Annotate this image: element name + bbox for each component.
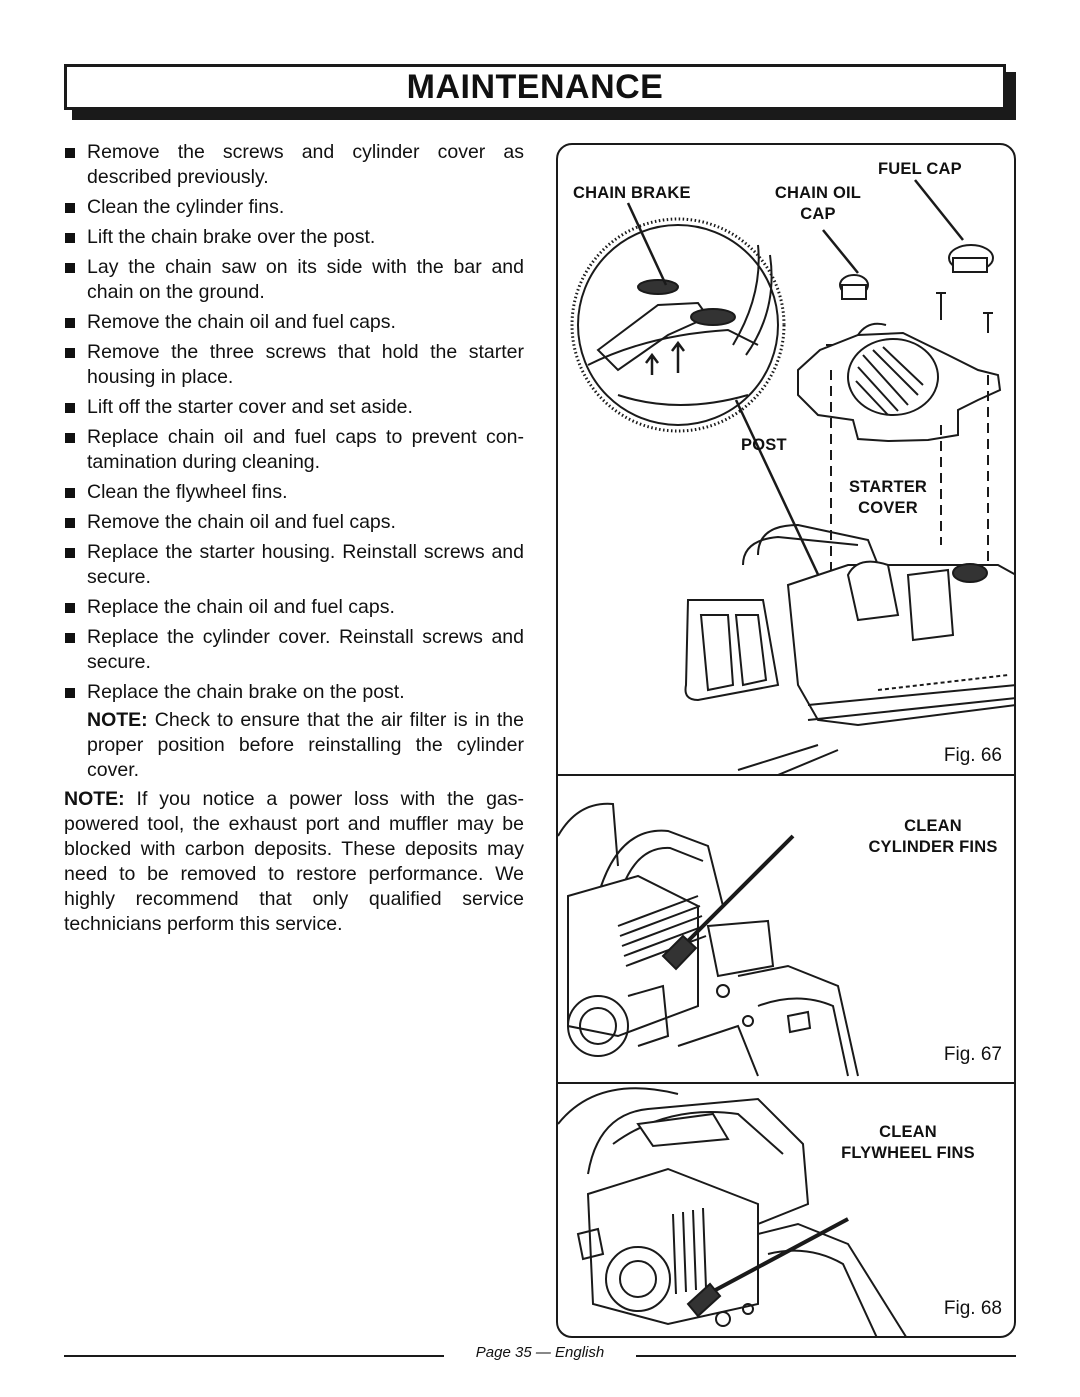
figure-67-caption: Fig. 67 (943, 1044, 1002, 1065)
figure-66-panel: FUEL CAP CHAIN BRAKE CHAIN OIL CAP POST … (556, 143, 1016, 776)
figure-68-caption: Fig. 68 (943, 1298, 1002, 1319)
step-item: Lift the chain brake over the post. (64, 225, 524, 250)
label-clean-flywheel-fins: CLEAN FLYWHEEL FINS (838, 1122, 978, 1164)
label-starter-cover-line2: COVER (858, 499, 918, 517)
header-banner: MAINTENANCE (64, 64, 1006, 110)
step-item: Lay the chain saw on its side with the b… (64, 255, 524, 305)
figure-67-illustration (558, 802, 859, 1077)
note-label: NOTE: (64, 788, 125, 810)
label-chain-brake: CHAIN BRAKE (573, 184, 691, 202)
label-clean-cylinder-fins-line2: CYLINDER FINS (868, 838, 998, 856)
step-item: Replace the chain oil and fuel caps. (64, 595, 524, 620)
label-clean-flywheel-fins-line1: CLEAN (879, 1123, 937, 1141)
label-chain-oil-cap-line1: CHAIN OIL (774, 184, 862, 202)
footer-rule-right (636, 1355, 1016, 1357)
page-title: MAINTENANCE (406, 67, 664, 106)
step-item: Remove the three screws that hold the st… (64, 340, 524, 390)
figure-66-caption: Fig. 66 (943, 745, 1002, 766)
note-air-filter: NOTE: Check to ensure that the air filte… (64, 708, 524, 783)
step-item: Replace chain oil and fuel caps to preve… (64, 425, 524, 475)
step-item: Replace the starter housing. Reinstall s… (64, 540, 524, 590)
figure-67-panel: CLEAN CYLINDER FINS Fig. 67 (556, 774, 1016, 1084)
step-item: Clean the flywheel fins. (64, 480, 524, 505)
label-fuel-cap: FUEL CAP (878, 160, 962, 178)
label-clean-cylinder-fins: CLEAN CYLINDER FINS (858, 816, 1008, 858)
note-label: NOTE: (87, 709, 148, 731)
step-item: Replace the cylinder cover. Reinstall sc… (64, 625, 524, 675)
label-starter-cover-line1: STARTER (848, 478, 928, 496)
label-clean-flywheel-fins-line2: FLYWHEEL FINS (841, 1144, 975, 1162)
note-power-loss: NOTE: If you notice a power loss with th… (64, 787, 524, 937)
figure-68-illustration (558, 1087, 907, 1336)
step-item: Lift off the starter cover and set aside… (64, 395, 524, 420)
instructions-column: Remove the screws and cylinder cover as … (64, 140, 524, 937)
label-post: POST (741, 436, 787, 454)
figure-66-illustration (570, 179, 1014, 774)
label-chain-oil-cap-line2: CAP (800, 205, 836, 223)
label-chain-oil-cap: CHAIN OIL CAP (768, 183, 868, 225)
figure-68-panel: CLEAN FLYWHEEL FINS Fig. 68 (556, 1082, 1016, 1338)
step-item: Remove the screws and cylinder cover as … (64, 140, 524, 190)
footer-rule-left (64, 1355, 444, 1357)
label-starter-cover: STARTER COVER (838, 477, 938, 519)
label-clean-cylinder-fins-line1: CLEAN (904, 817, 962, 835)
step-item: Remove the chain oil and fuel caps. (64, 510, 524, 535)
step-item: Clean the cylinder fins. (64, 195, 524, 220)
steps-list: Remove the screws and cylinder cover as … (64, 140, 524, 705)
footer-page-label: Page 35 — English (475, 1344, 605, 1361)
step-item: Remove the chain oil and fuel caps. (64, 310, 524, 335)
note-text: Check to ensure that the air filter is i… (87, 709, 524, 781)
step-item: Replace the chain brake on the post. (64, 680, 524, 705)
note-text: If you notice a power loss with the gas-… (64, 788, 524, 935)
